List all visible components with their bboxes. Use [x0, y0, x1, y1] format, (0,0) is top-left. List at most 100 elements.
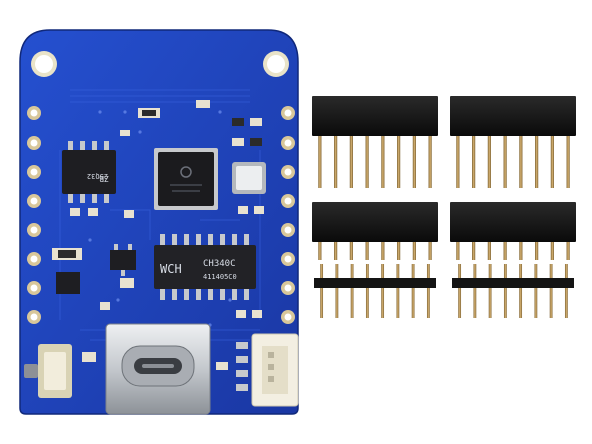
header-pin-top: [396, 264, 400, 278]
header-pin-bottom: [396, 288, 400, 318]
header-pin-top: [350, 264, 354, 278]
male-pin-header: [452, 264, 574, 318]
header-pin: [503, 242, 507, 260]
header-pin-bottom: [381, 288, 385, 318]
flash-chip: 25Q32 ZB: [62, 141, 116, 203]
header-pin: [472, 136, 476, 188]
pin-headers: [312, 96, 576, 318]
mounting-hole-left: [31, 51, 57, 77]
long-female-header: [312, 96, 438, 188]
header-pin-top: [503, 264, 507, 278]
header-pin-top: [534, 264, 538, 278]
esp8266-chip: [154, 148, 218, 210]
header-pin: [349, 136, 353, 188]
wemos-d1-mini-board: 25Q32 ZB: [19, 29, 299, 415]
header-pin-top: [365, 264, 369, 278]
header-pin-bottom: [519, 288, 523, 318]
jst-pads: [236, 342, 248, 391]
header-pin-bottom: [503, 288, 507, 318]
header-pin-top: [458, 264, 462, 278]
short-female-header: [312, 202, 438, 260]
header-pin-top: [320, 264, 324, 278]
header-pin: [535, 136, 539, 188]
header-pin-bottom: [549, 288, 553, 318]
header-pin: [519, 242, 523, 260]
header-pin-bottom: [411, 288, 415, 318]
header-pin-bottom: [350, 288, 354, 318]
header-pin: [472, 242, 476, 260]
short-female-header: [450, 202, 576, 260]
header-pin: [503, 136, 507, 188]
mounting-hole-right: [263, 51, 289, 77]
header-pin-top: [488, 264, 492, 278]
header-pin: [334, 136, 338, 188]
header-pin: [318, 242, 322, 260]
header-pin: [381, 136, 385, 188]
header-housing: [450, 202, 576, 242]
header-pin: [349, 242, 353, 260]
header-spacer: [452, 278, 574, 288]
header-pin-top: [473, 264, 477, 278]
header-pin-top: [519, 264, 523, 278]
espressif-logo-icon: [180, 166, 192, 178]
header-pin-bottom: [320, 288, 324, 318]
flash-chip-mark: ZB: [99, 174, 109, 183]
header-housing: [312, 96, 438, 136]
crystal-oscillator: [232, 162, 266, 194]
voltage-regulator: [110, 244, 136, 276]
header-pin-top: [411, 264, 415, 278]
header-pin-bottom: [488, 288, 492, 318]
ch340c-part-label: CH340C: [203, 259, 236, 269]
usb-c-connector: [105, 323, 211, 415]
header-pin: [365, 242, 369, 260]
reset-button: [24, 344, 72, 398]
header-pin-top: [335, 264, 339, 278]
header-pin: [381, 242, 385, 260]
ch340c-code-label: 411405C0: [203, 273, 237, 281]
flash-chip-label: 25Q32: [87, 172, 108, 180]
header-pin-bottom: [564, 288, 568, 318]
left-pin-pads: [27, 106, 41, 324]
header-pin: [456, 136, 460, 188]
header-pin: [566, 136, 570, 188]
ch340c-chip: WCH CH340C 411405C0: [154, 234, 256, 300]
header-pin-top: [381, 264, 385, 278]
header-pin-top: [426, 264, 430, 278]
header-pin: [412, 136, 416, 188]
header-pin: [550, 136, 554, 188]
header-pin: [397, 242, 401, 260]
header-pin-top: [564, 264, 568, 278]
header-pin: [428, 136, 432, 188]
header-pin: [487, 136, 491, 188]
header-pin-bottom: [534, 288, 538, 318]
header-pin: [566, 242, 570, 260]
header-pin-bottom: [458, 288, 462, 318]
header-pin: [412, 242, 416, 260]
header-pin: [519, 136, 523, 188]
long-female-header: [450, 96, 576, 188]
header-pin: [365, 136, 369, 188]
header-pin: [487, 242, 491, 260]
header-spacer: [314, 278, 436, 288]
header-pin: [428, 242, 432, 260]
pcb-substrate: [19, 29, 299, 415]
header-housing: [450, 96, 576, 136]
header-pin: [334, 242, 338, 260]
header-pin: [456, 242, 460, 260]
male-pin-header: [314, 264, 436, 318]
header-pin: [397, 136, 401, 188]
header-pin-bottom: [426, 288, 430, 318]
smd-components: [52, 100, 264, 370]
header-pin-bottom: [335, 288, 339, 318]
header-pin-top: [549, 264, 553, 278]
header-housing: [312, 202, 438, 242]
header-pin: [535, 242, 539, 260]
header-pin: [550, 242, 554, 260]
header-pin-bottom: [365, 288, 369, 318]
header-pin: [318, 136, 322, 188]
jst-connector: [251, 333, 299, 407]
header-pin-bottom: [473, 288, 477, 318]
right-pin-pads: [281, 106, 295, 324]
ch340c-maker-label: WCH: [160, 262, 182, 276]
